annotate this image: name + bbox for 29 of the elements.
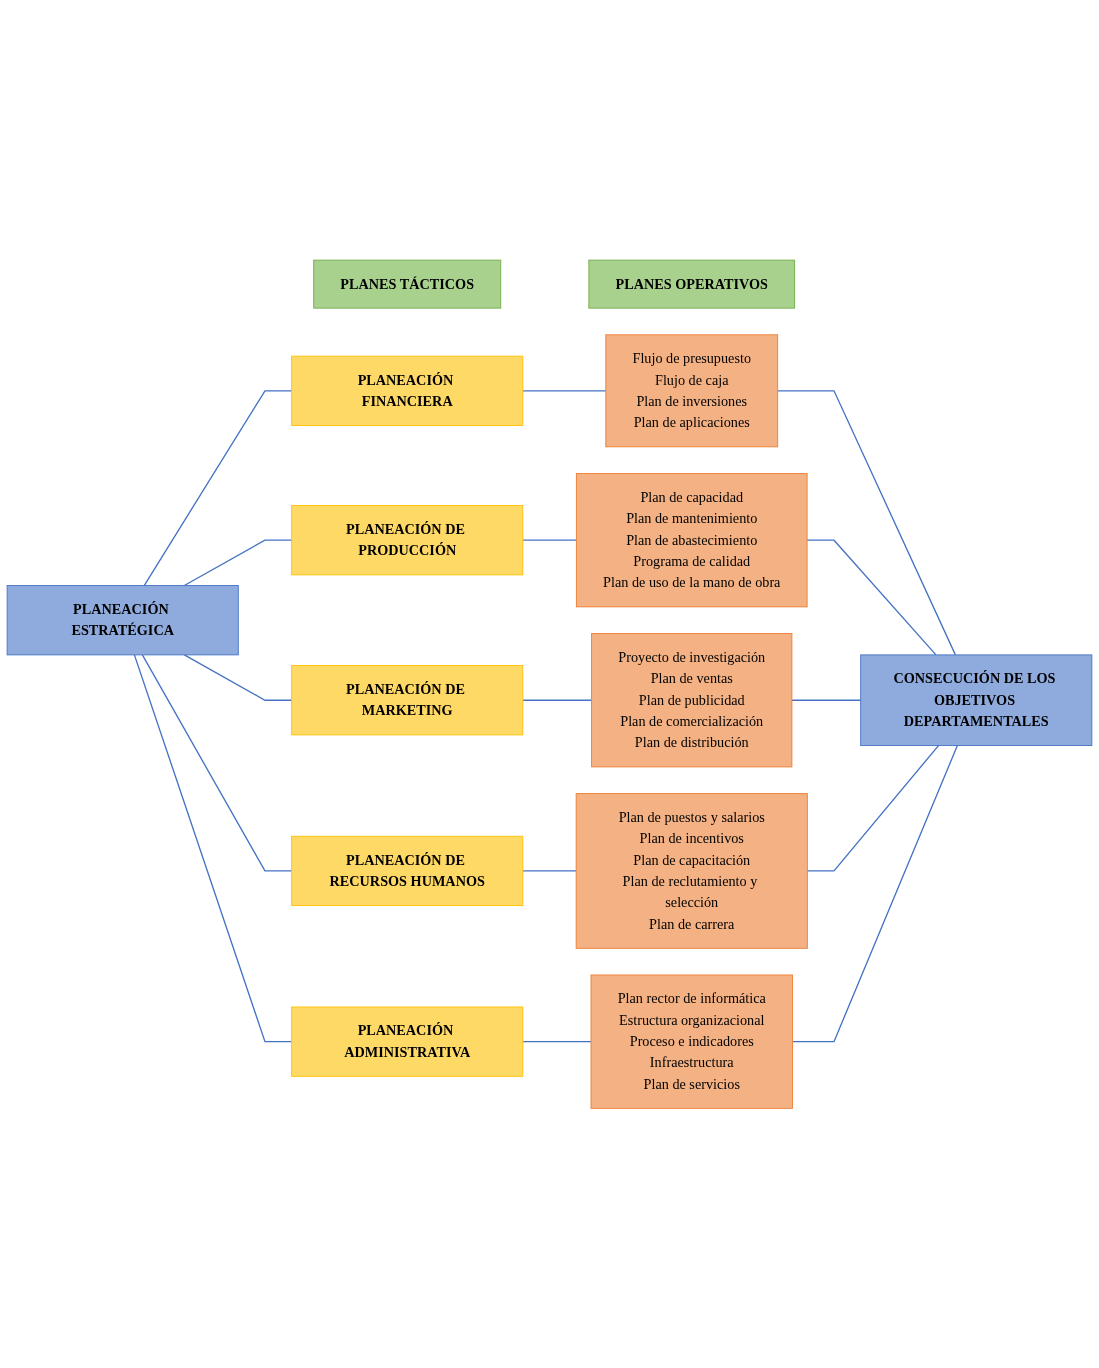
connector: [143, 389, 293, 586]
node-box: PLANES TÁCTICOS: [313, 259, 502, 309]
connector: [183, 654, 293, 701]
node-box: PLANEACIÓN DE MARKETING: [291, 664, 524, 736]
node-box: Plan de puestos y salarios Plan de incentivos Plan de capacitación Plan de reclutamiento y selección Plan de carrera: [575, 792, 808, 949]
connector: [791, 744, 959, 1043]
connector: [777, 389, 957, 656]
node-box: PLANEACIÓN ESTRATÉGICA: [6, 584, 239, 656]
node-box: PLANEACIÓN FINANCIERA: [291, 355, 524, 426]
node-box: CONSECUCIÓN DE LOS OBJETIVOS DEPARTAMENTALES: [860, 654, 1093, 746]
connector: [522, 870, 577, 872]
connector: [141, 654, 293, 872]
connector: [522, 539, 578, 541]
node-box: Proyecto de investigación Plan de ventas Plan de publicidad Plan de comercialización Plan de distribución: [591, 632, 793, 768]
node-box: PLANEACIÓN DE PRODUCCIÓN: [291, 504, 524, 576]
connector: [522, 389, 607, 392]
connector: [133, 654, 293, 1043]
node-box: Plan de capacidad Plan de mantenimiento Plan de abastecimiento Programa de calidad Plan de uso de la mano de obra: [575, 472, 808, 608]
node-box: PLANEACIÓN ADMINISTRATIVA: [291, 1006, 524, 1077]
connector: [522, 699, 593, 701]
node-box: Plan rector de informática Estructura organizacional Proceso e indicadores Infraestructura Plan de servicios: [590, 974, 793, 1109]
connector: [791, 699, 862, 701]
node-box: PLANEACIÓN DE RECURSOS HUMANOS: [291, 835, 524, 906]
connector: [183, 539, 293, 586]
connector: [806, 744, 940, 872]
connector: [522, 1040, 592, 1043]
connector: [806, 539, 937, 656]
node-box: Flujo de presupuesto Flujo de caja Plan de inversiones Plan de aplicaciones: [605, 334, 779, 448]
node-box: PLANES OPERATIVOS: [588, 259, 796, 309]
